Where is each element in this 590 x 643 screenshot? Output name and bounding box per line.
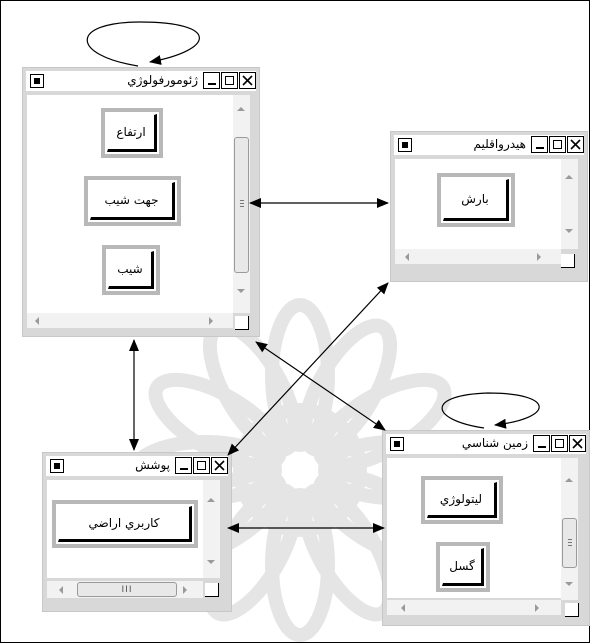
scroll-thumb[interactable] bbox=[234, 137, 249, 273]
scroll-up-icon[interactable] bbox=[237, 107, 245, 111]
node-aspect[interactable]: جهت شيب bbox=[84, 176, 181, 226]
minimize-icon[interactable] bbox=[203, 72, 220, 89]
scroll-right-icon[interactable] bbox=[537, 253, 541, 261]
node-slope[interactable]: شيب bbox=[102, 245, 160, 295]
vertical-scrollbar[interactable] bbox=[561, 458, 578, 600]
close-icon[interactable] bbox=[567, 136, 584, 153]
horizontal-scrollbar[interactable] bbox=[387, 600, 561, 615]
size-grip-icon[interactable] bbox=[205, 583, 219, 597]
vertical-scrollbar[interactable] bbox=[203, 480, 220, 578]
link-hydroclimate-vegetation bbox=[227, 282, 389, 456]
node-label: ليتولوژي bbox=[439, 492, 483, 506]
window-geology[interactable]: زمين شناسي ليتولوژي گسل bbox=[382, 430, 590, 626]
scroll-left-icon[interactable] bbox=[405, 253, 409, 261]
scroll-thumb[interactable]: III bbox=[77, 582, 177, 597]
close-icon[interactable] bbox=[211, 457, 228, 474]
window-content: كاربري اراضي bbox=[47, 480, 203, 578]
horizontal-scrollbar[interactable] bbox=[27, 313, 233, 328]
scroll-up-icon[interactable] bbox=[207, 498, 215, 502]
node-land-use[interactable]: كاربري اراضي bbox=[52, 500, 198, 548]
scroll-down-icon[interactable] bbox=[565, 582, 573, 586]
scroll-up-icon[interactable] bbox=[565, 478, 573, 482]
horizontal-scrollbar[interactable]: III bbox=[47, 581, 203, 598]
system-menu-icon[interactable] bbox=[30, 74, 44, 88]
node-elevation[interactable]: ارتفاع bbox=[101, 108, 163, 158]
window-vegetation[interactable]: پوشش كاربري اراضي III bbox=[42, 452, 232, 612]
window-title: هيدرواقليم bbox=[473, 137, 527, 151]
maximize-icon[interactable] bbox=[551, 435, 568, 452]
size-grip-icon[interactable] bbox=[561, 254, 575, 268]
horizontal-scrollbar[interactable] bbox=[395, 249, 561, 264]
size-grip-icon[interactable] bbox=[565, 603, 579, 617]
window-content: بارش bbox=[395, 159, 561, 249]
scroll-right-icon[interactable] bbox=[209, 317, 213, 325]
window-title: ژئومورفولوژي bbox=[127, 73, 198, 87]
window-hydroclimate[interactable]: هيدرواقليم بارش bbox=[390, 131, 588, 282]
window-titlebar[interactable]: پوشش bbox=[46, 456, 228, 476]
system-menu-icon[interactable] bbox=[390, 437, 404, 451]
self-loop-geology bbox=[441, 392, 540, 429]
node-label: جهت شيب bbox=[104, 193, 159, 207]
node-label: كاربري اراضي bbox=[88, 516, 160, 530]
node-label: بارش bbox=[461, 192, 489, 206]
minimize-icon[interactable] bbox=[175, 457, 192, 474]
system-menu-icon[interactable] bbox=[398, 138, 412, 152]
window-geomorphology[interactable]: ژئومورفولوژي ارتفاع جهت شيب شيب bbox=[22, 67, 260, 337]
minimize-icon[interactable] bbox=[531, 136, 548, 153]
scroll-right-icon[interactable] bbox=[535, 604, 539, 612]
scroll-down-icon[interactable] bbox=[565, 229, 573, 233]
maximize-icon[interactable] bbox=[193, 457, 210, 474]
system-menu-icon[interactable] bbox=[50, 459, 64, 473]
minimize-icon[interactable] bbox=[533, 435, 550, 452]
node-fault[interactable]: گسل bbox=[436, 542, 490, 592]
window-titlebar[interactable]: هيدرواقليم bbox=[394, 135, 584, 155]
node-label: ارتفاع bbox=[116, 125, 146, 139]
self-loop-geomorphology bbox=[86, 21, 200, 67]
scroll-right-icon[interactable] bbox=[183, 586, 187, 594]
node-precipitation[interactable]: بارش bbox=[437, 173, 515, 227]
window-title: پوشش bbox=[135, 458, 170, 472]
window-titlebar[interactable]: ژئومورفولوژي bbox=[26, 71, 256, 91]
scroll-thumb[interactable] bbox=[562, 518, 577, 568]
window-content: ارتفاع جهت شيب شيب bbox=[27, 95, 233, 313]
close-icon[interactable] bbox=[239, 72, 256, 89]
scroll-left-icon[interactable] bbox=[401, 604, 405, 612]
node-label: شيب bbox=[117, 262, 143, 276]
node-lithology[interactable]: ليتولوژي bbox=[421, 476, 503, 524]
node-label: گسل bbox=[449, 559, 475, 573]
scroll-up-icon[interactable] bbox=[565, 175, 573, 179]
vertical-scrollbar[interactable] bbox=[233, 95, 250, 313]
window-titlebar[interactable]: زمين شناسي bbox=[386, 434, 586, 454]
window-content: ليتولوژي گسل bbox=[387, 458, 561, 598]
maximize-icon[interactable] bbox=[549, 136, 566, 153]
vertical-scrollbar[interactable] bbox=[561, 159, 578, 249]
window-title: زمين شناسي bbox=[461, 436, 528, 450]
scroll-thumb-grip: III bbox=[121, 584, 133, 595]
maximize-icon[interactable] bbox=[221, 72, 238, 89]
scroll-left-icon[interactable] bbox=[35, 317, 39, 325]
close-icon[interactable] bbox=[569, 435, 586, 452]
scroll-left-icon[interactable] bbox=[59, 586, 63, 594]
scroll-down-icon[interactable] bbox=[207, 560, 215, 564]
